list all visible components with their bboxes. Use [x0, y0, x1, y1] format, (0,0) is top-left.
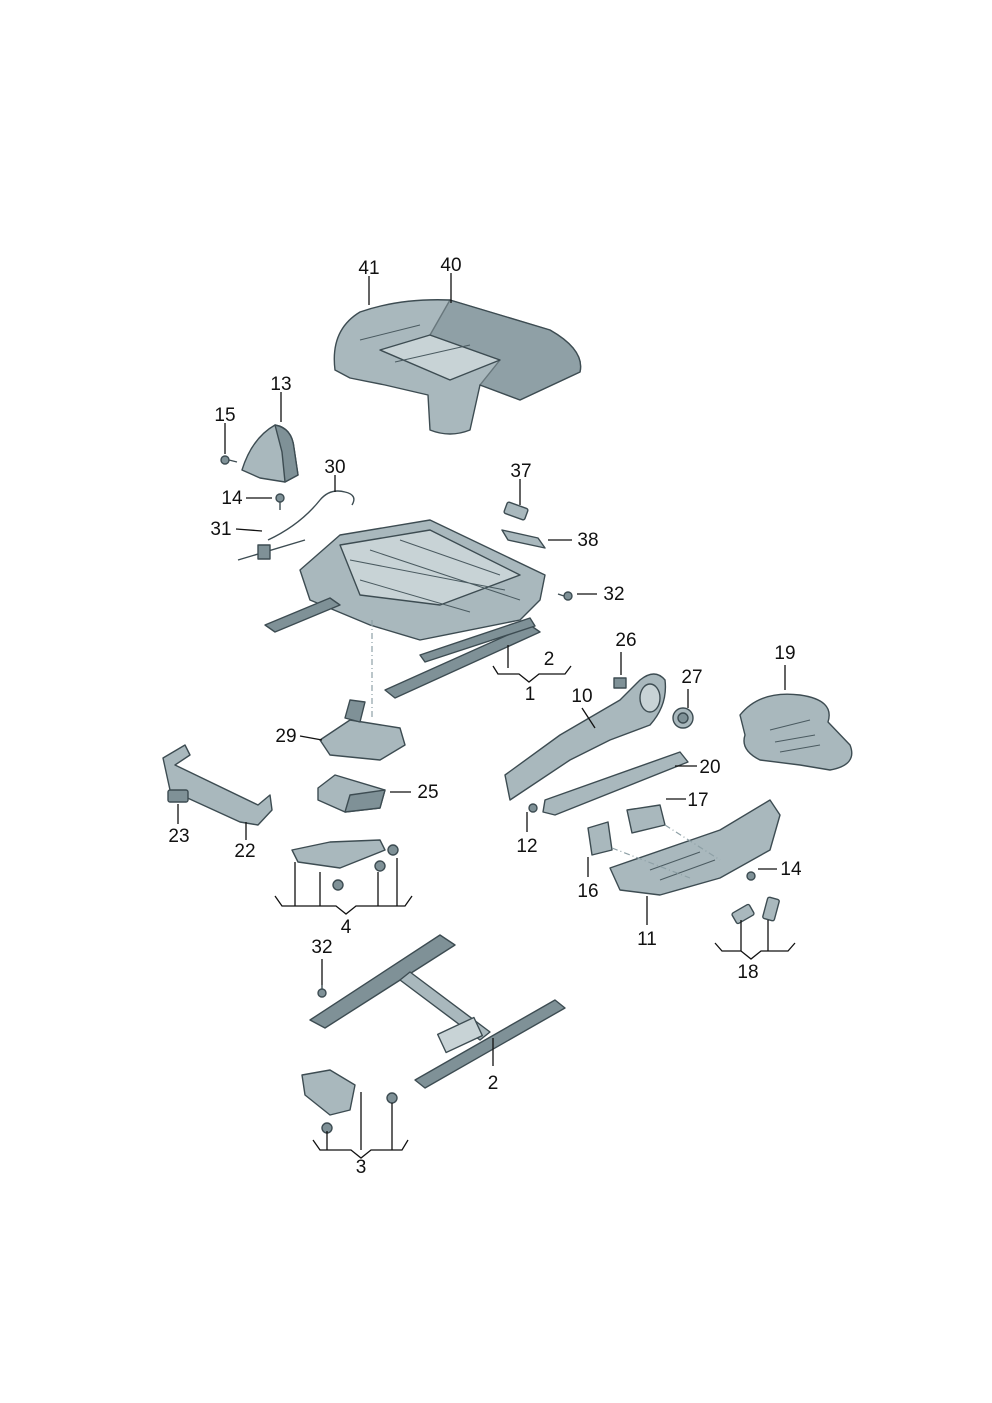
- leader-lines: [177, 273, 796, 1159]
- tray-29-part[interactable]: [319, 699, 406, 761]
- buttons-18-part[interactable]: [731, 896, 780, 925]
- screw-12-part[interactable]: [528, 803, 538, 813]
- callout-12[interactable]: 12: [516, 836, 537, 857]
- trim-strip-20-part[interactable]: [542, 751, 689, 816]
- screw-14-right-part[interactable]: [746, 871, 756, 881]
- screw-15-part[interactable]: [220, 455, 238, 465]
- callout-2-lower[interactable]: 2: [488, 1073, 499, 1094]
- frame-piece-10-part[interactable]: [504, 673, 667, 801]
- screw-32-upper-part[interactable]: [557, 591, 573, 601]
- alignment-line-16: [611, 847, 691, 879]
- screw-32-lower-part[interactable]: [317, 985, 327, 998]
- callout-11[interactable]: 11: [637, 929, 657, 950]
- callout-30[interactable]: 30: [324, 457, 345, 478]
- clip-26-part[interactable]: [613, 677, 627, 689]
- rail-assembly-2-part[interactable]: [309, 934, 566, 1089]
- callout-14-upper[interactable]: 14: [221, 488, 243, 509]
- callout-10[interactable]: 10: [571, 686, 592, 707]
- callout-13[interactable]: 13: [270, 374, 291, 395]
- callout-2-upper[interactable]: 2: [544, 649, 555, 670]
- clip-23-part[interactable]: [167, 789, 189, 803]
- pad-19-part[interactable]: [739, 693, 853, 771]
- callout-32-lower[interactable]: 32: [311, 937, 332, 958]
- alignment-line-17: [664, 824, 721, 861]
- callout-16[interactable]: 16: [577, 881, 598, 902]
- callout-14-right[interactable]: 14: [780, 859, 802, 880]
- rod-31-part[interactable]: [237, 539, 306, 561]
- callout-15[interactable]: 15: [214, 405, 235, 426]
- callout-3[interactable]: 3: [356, 1157, 367, 1178]
- callout-23[interactable]: 23: [168, 826, 189, 847]
- callout-18[interactable]: 18: [737, 962, 758, 983]
- side-cover-part[interactable]: [241, 424, 299, 483]
- callout-37[interactable]: 37: [510, 461, 531, 482]
- switch-37-part[interactable]: [503, 501, 529, 521]
- seat-frame-part[interactable]: [264, 519, 546, 699]
- bracket-38-part[interactable]: [501, 529, 546, 549]
- gear-motor-4-part[interactable]: [291, 839, 399, 891]
- callout-25[interactable]: 25: [417, 782, 438, 803]
- callout-26[interactable]: 26: [615, 630, 636, 651]
- callout-19[interactable]: 19: [774, 643, 795, 664]
- callout-22[interactable]: 22: [234, 841, 255, 862]
- callout-4[interactable]: 4: [341, 917, 352, 938]
- cable-30-part[interactable]: [267, 490, 355, 541]
- callout-41[interactable]: 41: [358, 258, 379, 279]
- side-trim-11-part[interactable]: [609, 799, 781, 896]
- callout-40[interactable]: 40: [440, 255, 461, 276]
- callout-27[interactable]: 27: [681, 667, 702, 688]
- switch-16-part[interactable]: [587, 821, 613, 856]
- screw-14-upper-part[interactable]: [275, 493, 285, 510]
- callout-32-upper[interactable]: 32: [603, 584, 624, 605]
- callout-20[interactable]: 20: [699, 757, 720, 778]
- trim-panel-22-part[interactable]: [162, 744, 273, 826]
- knob-27-part[interactable]: [672, 707, 694, 729]
- switch-17-part[interactable]: [626, 804, 666, 834]
- control-unit-25-part[interactable]: [317, 774, 386, 813]
- callout-1[interactable]: 1: [525, 684, 536, 705]
- motor-3-part[interactable]: [301, 1069, 398, 1134]
- callout-17[interactable]: 17: [687, 790, 708, 811]
- callout-31[interactable]: 31: [210, 519, 231, 540]
- callout-29[interactable]: 29: [275, 726, 296, 747]
- callout-38[interactable]: 38: [577, 530, 598, 551]
- seat-cushion-part[interactable]: [333, 299, 582, 435]
